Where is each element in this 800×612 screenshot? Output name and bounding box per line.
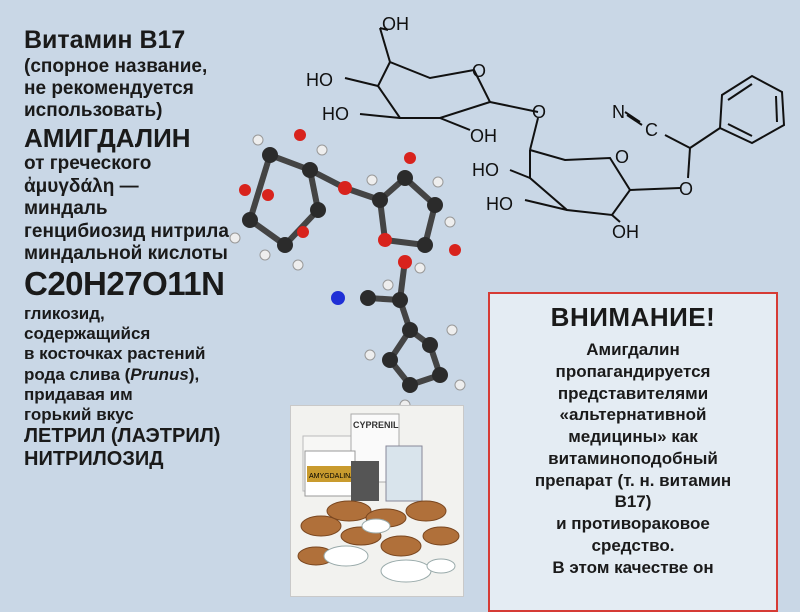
o-label: O: [615, 147, 629, 167]
o-label: O: [472, 61, 486, 81]
o-label: O: [679, 179, 693, 199]
oh-label: OH: [612, 222, 639, 242]
c-label: C: [645, 120, 658, 140]
oh-label: OH: [382, 14, 409, 34]
warning-heading: ВНИМАНИЕ!: [490, 302, 776, 333]
warning-line: пропагандируется: [490, 361, 776, 383]
n-label: N: [612, 102, 625, 122]
atom-labels: OH HO HO O OH O HO HO O OH O N C: [306, 14, 693, 242]
warning-line: Амигдалин: [490, 339, 776, 361]
warning-box: ВНИМАНИЕ! Амигдалин пропагандируется пре…: [488, 292, 778, 612]
warning-line: препарат (т. н. витамин: [490, 470, 776, 492]
warning-line: В этом качестве он: [490, 557, 776, 579]
warning-line: и противораковое: [490, 513, 776, 535]
warning-line: средство.: [490, 535, 776, 557]
box-label: CYPRENIL: [353, 420, 399, 430]
warning-body: Амигдалин пропагандируется представителя…: [490, 339, 776, 578]
product-photo: CYPRENIL AMYGDALINA: [290, 405, 464, 597]
warning-line: представителями: [490, 383, 776, 405]
warning-line: витаминоподобный: [490, 448, 776, 470]
ball-and-stick-model: [230, 129, 465, 410]
ho-label: HO: [306, 70, 333, 90]
warning-line: «альтернативной: [490, 404, 776, 426]
warning-line: B17): [490, 491, 776, 513]
o-label: O: [532, 102, 546, 122]
ho-label: HO: [472, 160, 499, 180]
ho-label: HO: [322, 104, 349, 124]
oh-label: OH: [470, 126, 497, 146]
jar-label: AMYGDALINA: [309, 473, 355, 480]
skeletal-formula: [345, 28, 784, 222]
warning-line: медицины» как: [490, 426, 776, 448]
ho-label: HO: [486, 194, 513, 214]
